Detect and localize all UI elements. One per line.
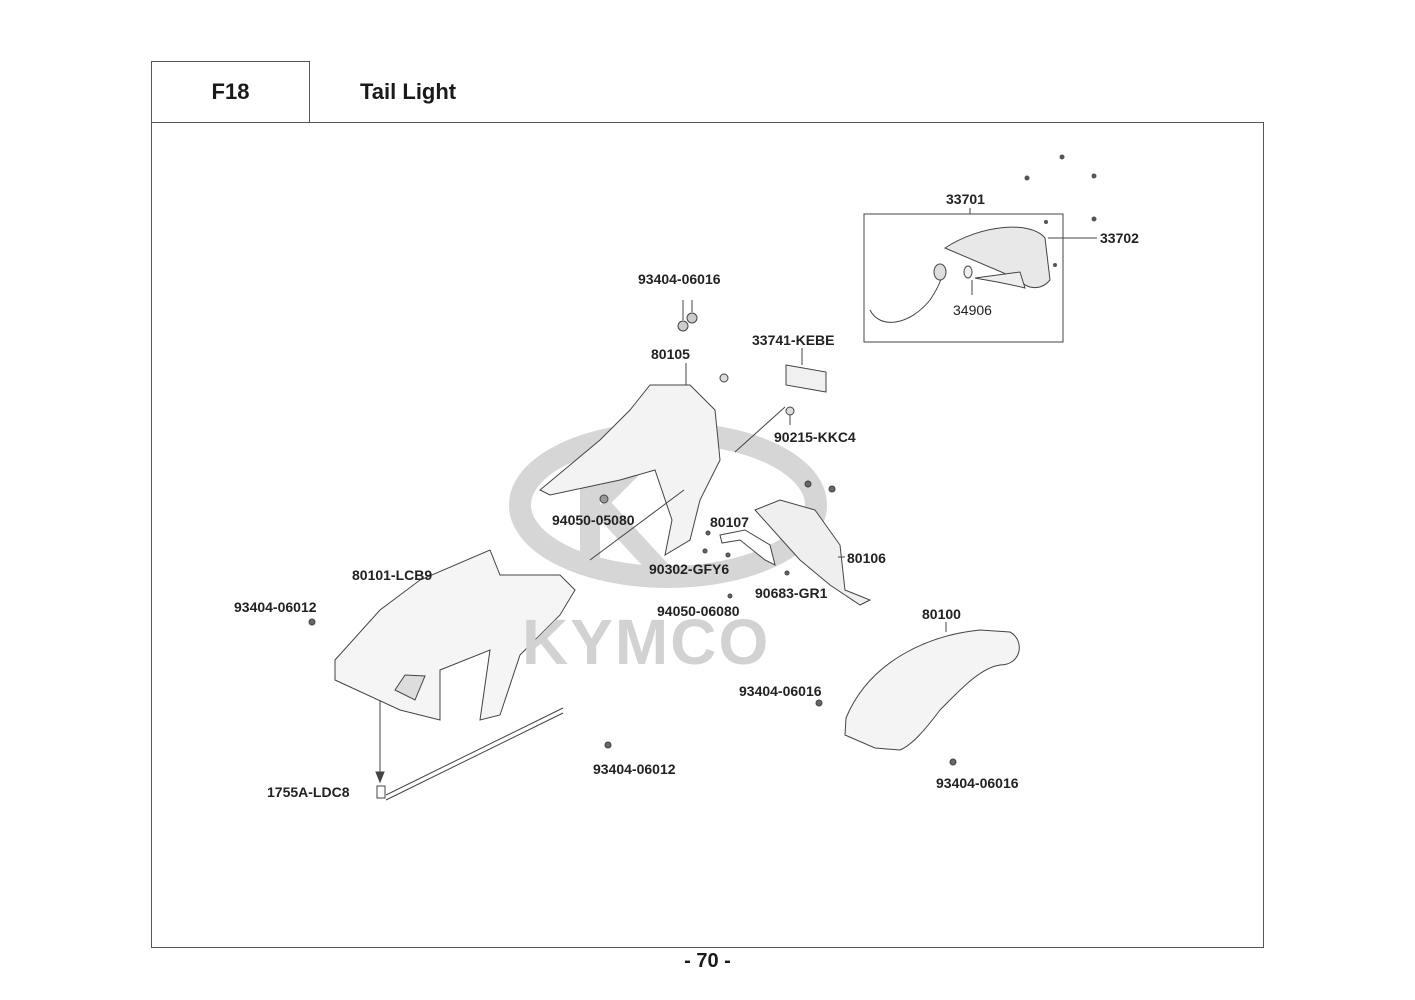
lower-fender-bracket bbox=[308, 549, 612, 801]
page-number: - 70 - bbox=[684, 950, 731, 972]
diagram-frame bbox=[151, 122, 1264, 948]
part-label-90302-gfy6[interactable]: 90302-GFY6 bbox=[649, 561, 730, 577]
screws-group bbox=[1024, 154, 1097, 267]
part-label-93404-06012-left[interactable]: 93404-06012 bbox=[234, 599, 317, 615]
part-label-33701[interactable]: 33701 bbox=[946, 191, 985, 207]
section-code: F18 bbox=[151, 61, 310, 122]
part-label-90683-gr1[interactable]: 90683-GR1 bbox=[755, 585, 828, 601]
rear-reflector-cover bbox=[702, 480, 872, 606]
part-label-90215-kkc4[interactable]: 90215-KKC4 bbox=[774, 429, 856, 445]
part-label-94050-05080[interactable]: 94050-05080 bbox=[552, 512, 635, 528]
license-plate-light bbox=[785, 348, 827, 393]
part-label-93404-06016-bottom[interactable]: 93404-06016 bbox=[936, 775, 1019, 791]
watermark-brand-text: KYMCO bbox=[522, 606, 771, 678]
part-label-33702[interactable]: 33702 bbox=[1100, 230, 1139, 246]
part-label-80101-lcb9[interactable]: 80101-LCB9 bbox=[352, 567, 433, 583]
tail-light-assembly-box bbox=[863, 208, 1097, 343]
rear-fender-upper-part bbox=[539, 300, 795, 561]
part-label-80107[interactable]: 80107 bbox=[710, 514, 749, 530]
section-title: Tail Light bbox=[360, 78, 457, 104]
part-label-80100[interactable]: 80100 bbox=[922, 606, 961, 622]
part-label-80106[interactable]: 80106 bbox=[847, 550, 886, 566]
part-label-1755a-ldc8[interactable]: 1755A-LDC8 bbox=[267, 784, 350, 800]
rear-fender bbox=[815, 622, 1020, 766]
part-label-80105[interactable]: 80105 bbox=[651, 346, 690, 362]
part-label-93404-06012-bottom[interactable]: 93404-06012 bbox=[593, 761, 676, 777]
part-label-33741-kebe[interactable]: 33741-KEBE bbox=[752, 332, 835, 348]
part-label-93404-06016-top[interactable]: 93404-06016 bbox=[638, 271, 721, 287]
part-label-94050-06080[interactable]: 94050-06080 bbox=[657, 603, 740, 619]
part-label-93404-06016-mid[interactable]: 93404-06016 bbox=[739, 683, 822, 699]
part-label-34906[interactable]: 34906 bbox=[953, 302, 992, 318]
